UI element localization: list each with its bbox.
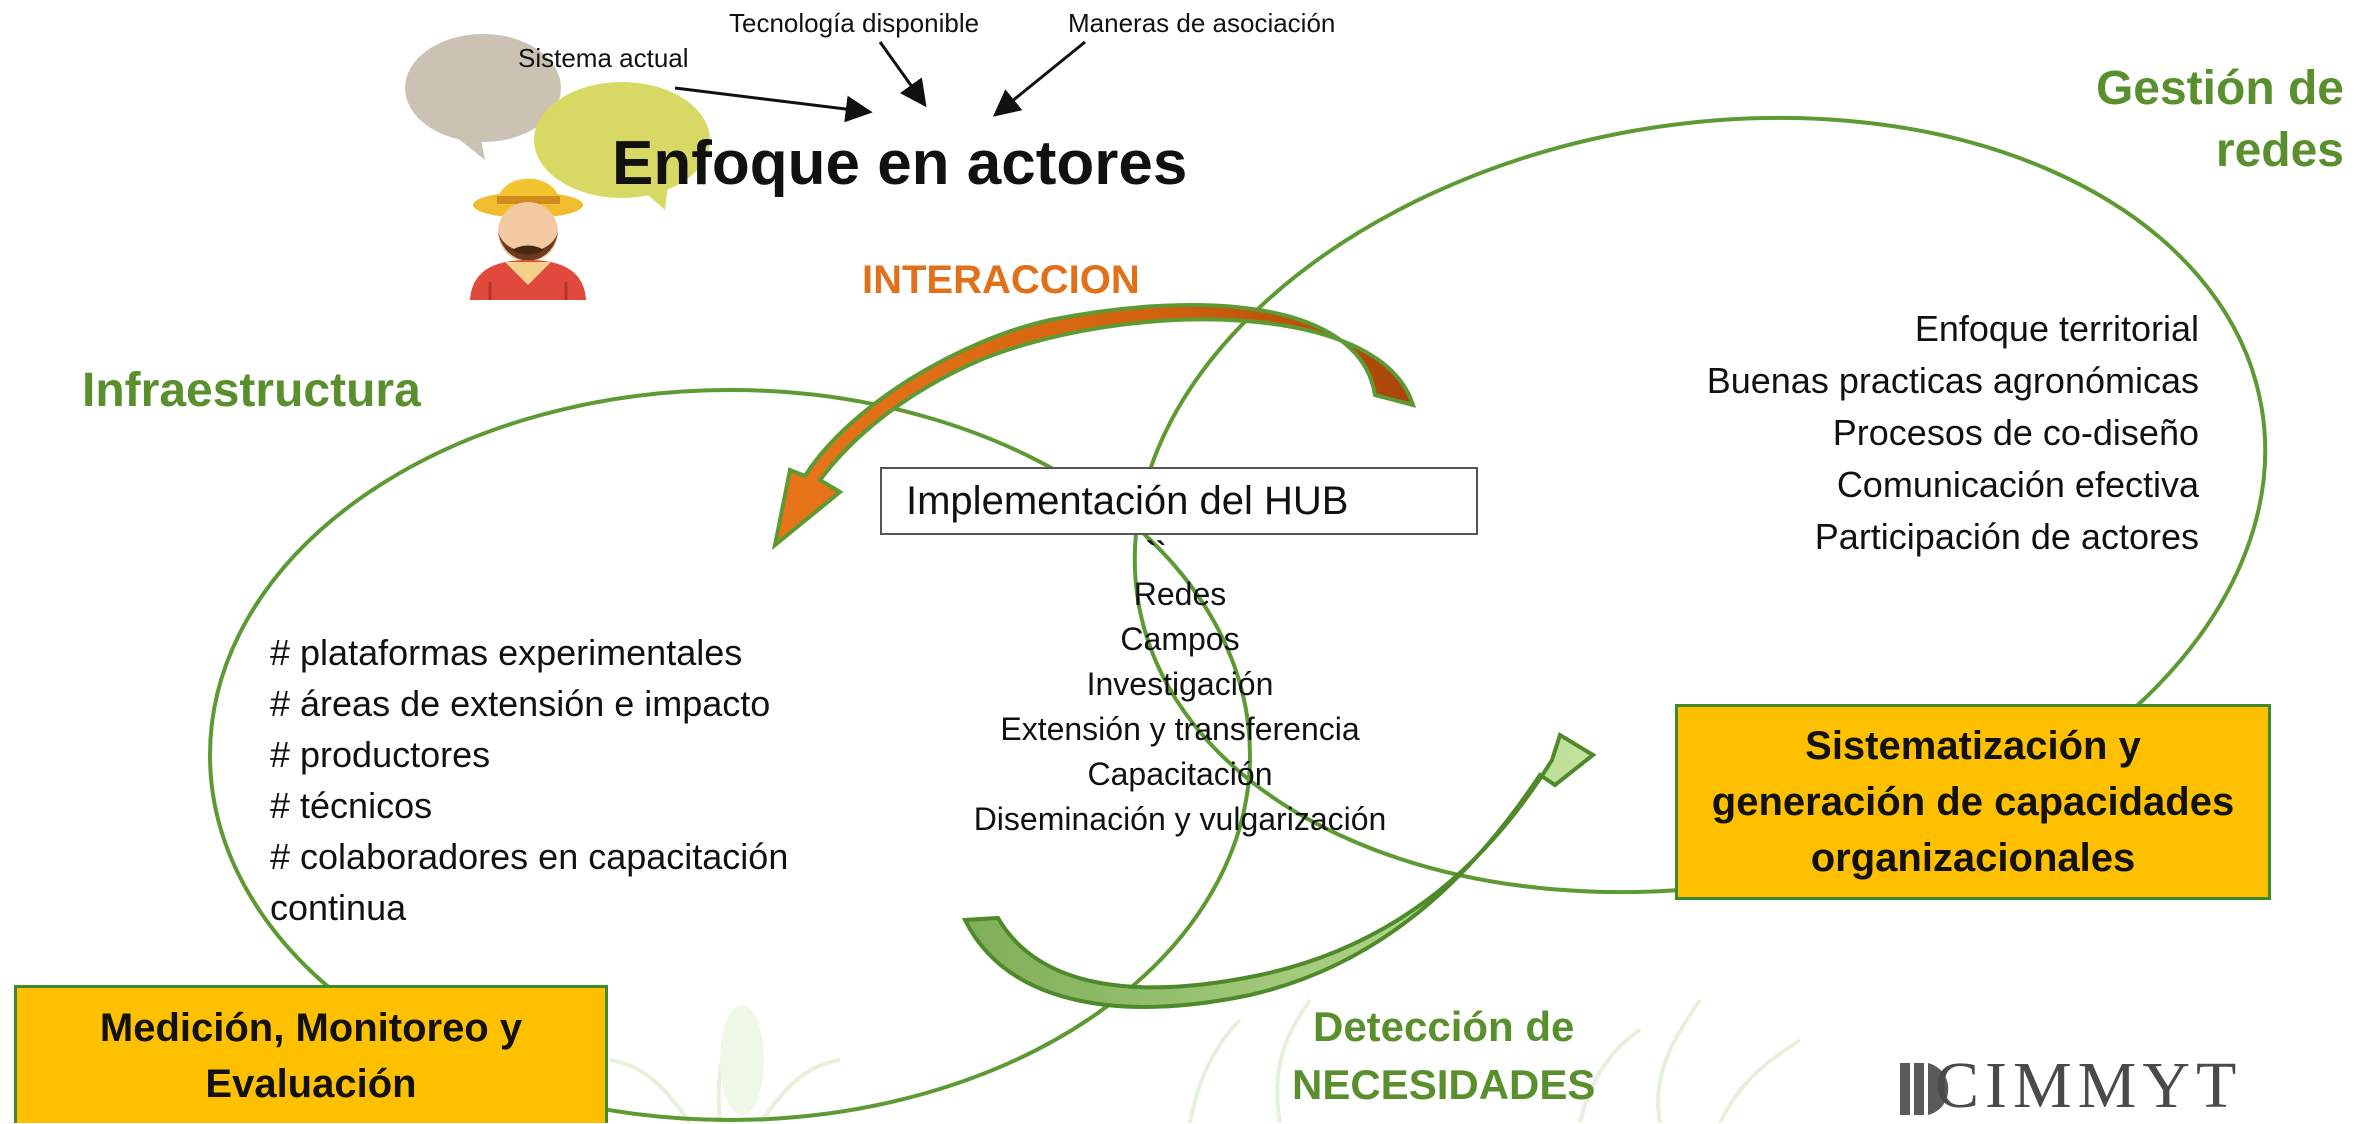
needs-detection-line1: Detección de	[1312, 1003, 1575, 1050]
speech-bubble-yellow-icon	[534, 82, 710, 210]
right-list: Enfoque territorial Buenas practicas agr…	[1707, 303, 2199, 563]
list-item: Participación de actores	[1814, 516, 2199, 557]
network-management-line2: redes	[2215, 124, 2344, 178]
note-current-system: Sistema actual	[518, 43, 689, 73]
arrow-current-system	[674, 86, 873, 123]
speech-bubble-gray-icon	[405, 34, 561, 160]
arrow-association-ways	[992, 40, 1086, 117]
note-available-technology: Tecnología disponible	[729, 8, 980, 38]
cimmyt-logo-text: CIMMYT	[1935, 1049, 2243, 1122]
hub-box: Implementación del HUB	[880, 467, 1478, 535]
list-item: Procesos de co-diseño	[1832, 412, 2199, 453]
systematization-line3: organizacionales	[1810, 836, 2136, 880]
list-item: continua	[270, 887, 407, 928]
list-item: Investigación	[1086, 666, 1274, 702]
list-item: # productores	[270, 734, 491, 775]
center-mark: ``	[1146, 536, 1166, 569]
center-list: Redes Campos Investigación Extensión y t…	[950, 572, 1410, 842]
list-item: # colaboradores en capacitación	[270, 836, 789, 877]
left-cycle-ellipse	[208, 388, 1252, 1122]
green-curved-arrow	[961, 731, 1597, 1009]
page-title: Enfoque en actores	[612, 129, 1188, 198]
list-item: Capacitación	[1087, 756, 1273, 792]
cimmyt-logo-icon	[1900, 1063, 1949, 1115]
orange-curved-arrow	[771, 303, 1417, 551]
list-item: Comunicación efectiva	[1836, 464, 2199, 505]
list-item: # técnicos	[270, 785, 433, 826]
arrow-available-technology	[878, 41, 927, 108]
list-item: Campos	[1120, 621, 1240, 657]
measurement-line2: Evaluación	[205, 1061, 417, 1106]
network-management-heading: Gestión de redes	[2096, 58, 2344, 183]
measurement-box: Medición, Monitoreo y Evaluación	[14, 985, 608, 1123]
systematization-line1: Sistematización y	[1805, 724, 2141, 768]
list-item: Redes	[1133, 576, 1227, 612]
list-item: # plataformas experimentales	[270, 632, 743, 673]
note-association-ways: Maneras de asociación	[1068, 8, 1336, 38]
list-item: Extensión y transferencia	[1000, 711, 1360, 747]
list-item: Diseminación y vulgarización	[973, 801, 1387, 837]
measurement-line1: Medición, Monitoreo y	[99, 1005, 523, 1050]
left-list: # plataformas experimentales # áreas de …	[270, 627, 788, 933]
needs-detection-heading: Detección de NECESIDADES	[1292, 998, 1595, 1114]
systematization-line2: generación de capacidades	[1711, 780, 2235, 824]
list-item: Enfoque territorial	[1914, 308, 2199, 349]
list-item: Buenas practicas agronómicas	[1706, 360, 2199, 401]
farmer-icon	[470, 178, 586, 300]
infrastructure-heading: Infraestructura	[82, 364, 421, 417]
list-item: # áreas de extensión e impacto	[270, 683, 771, 724]
network-management-line1: Gestión de	[2095, 62, 2344, 115]
systematization-box: Sistematización y generación de capacida…	[1675, 704, 2271, 900]
interaction-label: INTERACCION	[862, 258, 1140, 302]
needs-detection-line2: NECESIDADES	[1292, 1060, 1596, 1108]
